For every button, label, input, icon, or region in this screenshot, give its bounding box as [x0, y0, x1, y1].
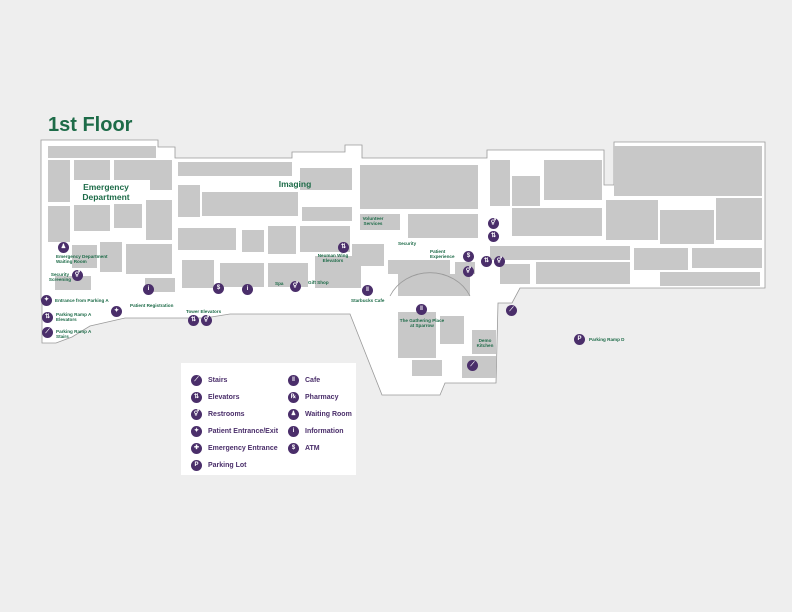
restroom-icon[interactable]: ⚥ — [463, 266, 474, 277]
legend-label: Restrooms — [208, 411, 245, 418]
elevator-icon[interactable]: ⇅ — [481, 256, 492, 267]
label-entrance-parking-a: Entrance from Parking A — [55, 298, 109, 303]
cafe-icon[interactable]: ‖ — [416, 304, 427, 315]
atm-icon: $ — [288, 443, 299, 454]
legend-column-right: ‖ Cafe ℞ Pharmacy ♟ Waiting Room i Information $… — [288, 372, 352, 457]
restroom-icon[interactable]: ⚥ — [488, 218, 499, 229]
restroom-icon: ⚥ — [191, 409, 202, 420]
legend-label: Parking Lot — [208, 462, 247, 469]
label-demo-kitchen: Demo Kitchen — [476, 338, 494, 349]
label-emergency-department: Emergency Department — [82, 182, 130, 202]
elevator-icon[interactable]: ⇅ — [42, 312, 53, 323]
legend-column-left: ⟋ Stairs ⇅ Elevators ⚥ Restrooms ✦ Patient Entr… — [191, 372, 278, 474]
legend-label: Stairs — [208, 377, 228, 384]
label-imaging: Imaging — [278, 179, 312, 189]
legend-label: Emergency Entrance — [208, 445, 278, 452]
patient-entrance-icon[interactable]: ✦ — [111, 306, 122, 317]
legend-label: Pharmacy — [305, 394, 339, 401]
label-gift-shop: Gift Shop — [308, 280, 329, 285]
elevator-icon: ⇅ — [191, 392, 202, 403]
legend-item-patient-entrance-exit: ✦ Patient Entrance/Exit — [191, 423, 278, 440]
label-security-screening: Security Screening — [48, 272, 72, 283]
label-patient-experience: Patient Experience — [430, 249, 455, 260]
restroom-icon[interactable]: ⚥ — [494, 256, 505, 267]
label-spa: Spa — [275, 281, 284, 286]
legend-item-waiting-room: ♟ Waiting Room — [288, 406, 352, 423]
legend-label: Cafe — [305, 377, 321, 384]
information-icon[interactable]: i — [242, 284, 253, 295]
information-icon: i — [288, 426, 299, 437]
legend-item-parking-lot: P Parking Lot — [191, 457, 278, 474]
legend-label: Elevators — [208, 394, 240, 401]
label-parking-ramp-d: Parking Ramp D — [589, 337, 625, 342]
label-gathering-place: The Gathering Place at Sparrow — [399, 318, 445, 329]
page-title: 1st Floor — [48, 114, 133, 136]
map-legend: ⟋ Stairs ⇅ Elevators ⚥ Restrooms ✦ Patient Entr… — [181, 363, 356, 475]
stairs-icon[interactable]: ⟋ — [467, 360, 478, 371]
label-ramp-a-stairs: Parking Ramp A Stairs — [56, 329, 92, 340]
legend-item-restrooms: ⚥ Restrooms — [191, 406, 278, 423]
waiting-room-icon: ♟ — [288, 409, 299, 420]
elevator-icon[interactable]: ⇅ — [488, 231, 499, 242]
label-starbucks-cafe: Starbucks Cafe — [351, 298, 385, 303]
legend-item-stairs: ⟋ Stairs — [191, 372, 278, 389]
legend-label: Information — [305, 428, 344, 435]
waiting-room-icon[interactable]: ♟ — [58, 242, 69, 253]
legend-label: Waiting Room — [305, 411, 352, 418]
stairs-icon[interactable]: ⟋ — [506, 305, 517, 316]
restroom-icon[interactable]: ⚥ — [290, 281, 301, 292]
elevator-icon[interactable]: ⇅ — [188, 315, 199, 326]
patient-entrance-icon: ✦ — [191, 426, 202, 437]
cafe-icon[interactable]: ‖ — [362, 285, 373, 296]
elevator-icon[interactable]: ⇅ — [338, 242, 349, 253]
label-security: Security — [398, 241, 417, 246]
stairs-icon: ⟋ — [191, 375, 202, 386]
restroom-icon[interactable]: ⚥ — [72, 270, 83, 281]
restroom-icon[interactable]: ⚥ — [201, 315, 212, 326]
legend-item-elevators: ⇅ Elevators — [191, 389, 278, 406]
cafe-icon: ‖ — [288, 375, 299, 386]
legend-label: Patient Entrance/Exit — [208, 428, 279, 435]
patient-entrance-icon[interactable]: ✦ — [41, 295, 52, 306]
label-tower-elevators: Tower Elevators — [186, 309, 222, 314]
legend-item-pharmacy: ℞ Pharmacy — [288, 389, 352, 406]
legend-item-information: i Information — [288, 423, 352, 440]
stairs-icon[interactable]: ⟋ — [42, 327, 53, 338]
parking-icon[interactable]: P — [574, 334, 585, 345]
legend-item-cafe: ‖ Cafe — [288, 372, 352, 389]
label-ed-waiting-room: Emergency Department Waiting Room — [56, 254, 108, 265]
atm-icon[interactable]: $ — [213, 283, 224, 294]
legend-item-atm: $ ATM — [288, 440, 352, 457]
information-icon[interactable]: i — [143, 284, 154, 295]
rooms — [48, 146, 762, 378]
pharmacy-icon: ℞ — [288, 392, 299, 403]
label-ramp-a-elevators: Parking Ramp A Elevators — [56, 312, 92, 323]
parking-icon: P — [191, 460, 202, 471]
legend-label: ATM — [305, 445, 320, 452]
legend-item-emergency-entrance: ✚ Emergency Entrance — [191, 440, 278, 457]
emergency-entrance-icon: ✚ — [191, 443, 202, 454]
label-patient-registration: Patient Registration — [130, 303, 174, 308]
atm-icon[interactable]: $ — [463, 251, 474, 262]
label-neuman-wing-elevators: Neuman Wing Elevators — [317, 253, 349, 264]
label-volunteer-services: Volunteer Services — [362, 216, 384, 227]
